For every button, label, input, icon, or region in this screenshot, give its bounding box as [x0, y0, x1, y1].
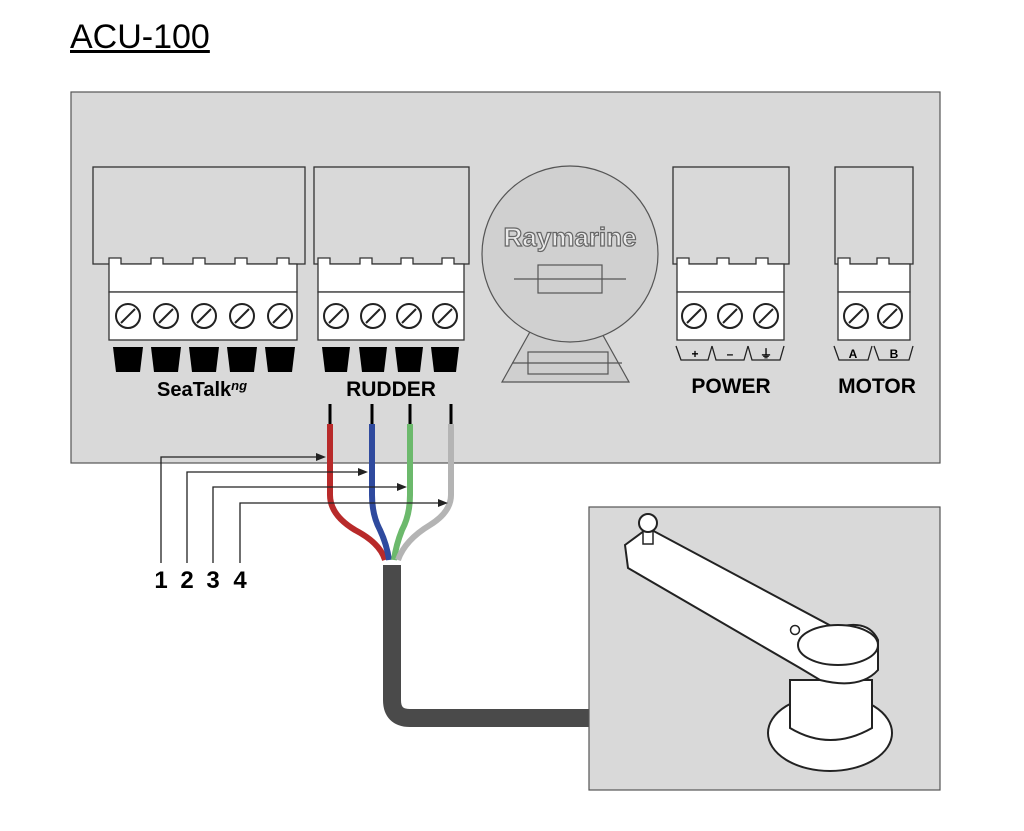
power-terminal-ground: ⏚	[760, 347, 772, 361]
motor-terminal-b: B	[890, 347, 899, 361]
rudder-wires	[327, 424, 454, 562]
rudder-connector: RUDDER	[313, 166, 470, 401]
callout-arrowheads	[316, 453, 448, 507]
motor-connector: A B MOTOR	[833, 166, 916, 398]
sensor-cable	[383, 565, 590, 727]
callout-3: 3	[206, 567, 219, 594]
wire-1	[327, 424, 388, 562]
power-label: POWER	[691, 375, 770, 398]
wire-tips	[328, 404, 453, 424]
wire-4	[395, 424, 454, 562]
seatalk-label: SeaTalkng	[157, 378, 247, 401]
power-terminal-plus: +	[691, 347, 698, 361]
seatalk-connector: SeaTalkng	[92, 166, 306, 401]
callout-4: 4	[233, 567, 247, 594]
wire-3	[391, 424, 413, 561]
power-terminal-minus: –	[727, 347, 734, 361]
callout-1: 1	[154, 567, 167, 594]
brand-logo: Raymarine	[504, 222, 637, 252]
rudder-sensor	[588, 506, 941, 791]
raymarine-unit: Raymarine	[481, 165, 659, 383]
motor-terminal-a: A	[849, 347, 858, 361]
callout-2: 2	[180, 567, 193, 594]
page-title: ACU-100	[70, 18, 210, 56]
rudder-label: RUDDER	[346, 378, 436, 401]
power-connector: + – ⏚ POWER	[672, 166, 790, 398]
callout-lines	[160, 456, 440, 563]
wire-2	[369, 424, 392, 561]
motor-label: MOTOR	[838, 375, 916, 398]
